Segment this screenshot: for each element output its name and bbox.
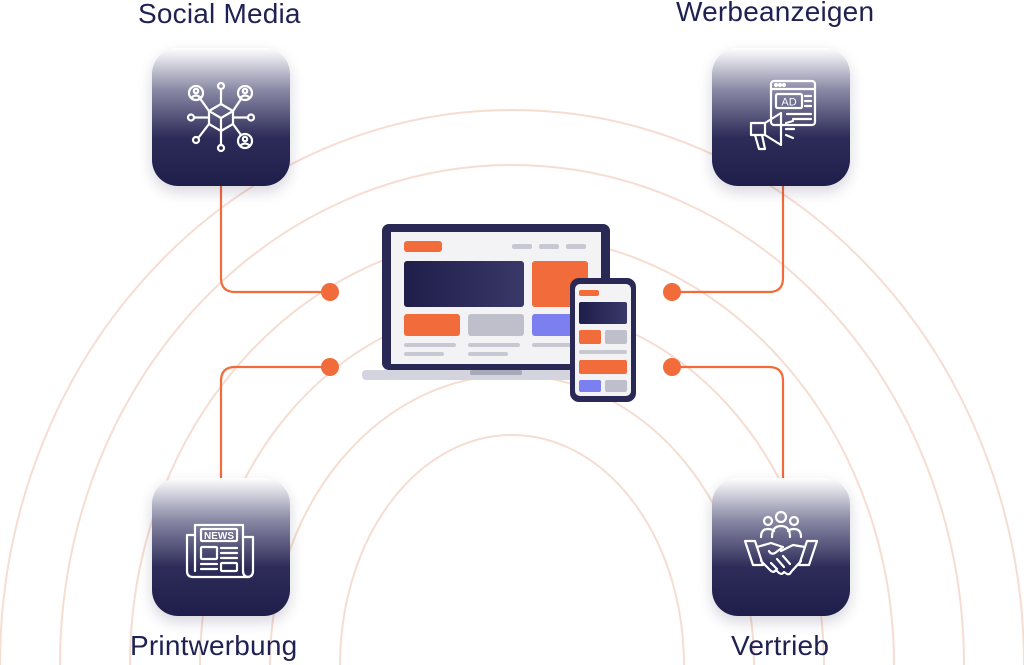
tile-werbeanzeigen: AD <box>712 48 850 186</box>
screen-nav <box>566 244 586 249</box>
screen-logo <box>404 241 442 252</box>
connectors <box>219 186 785 478</box>
screen-card <box>532 314 578 336</box>
screen-text-line <box>532 343 572 347</box>
screen-text-line <box>468 343 520 347</box>
phone-banner <box>579 360 627 374</box>
tile-printwerbung: NEWS <box>152 478 290 616</box>
screen-text-line <box>404 352 444 356</box>
handshake-team-icon <box>743 510 819 576</box>
connector-printwerbung <box>219 365 330 478</box>
social-network-icon <box>186 81 256 153</box>
connector-dot <box>663 358 681 376</box>
screen-nav <box>539 244 559 249</box>
phone-card <box>605 330 627 344</box>
screen-text-line <box>468 352 508 356</box>
connector-dot <box>663 283 681 301</box>
laptop-base-notch <box>470 370 522 375</box>
screen-hero <box>404 261 524 307</box>
screen-text-line <box>404 343 456 347</box>
screen-card <box>404 314 460 336</box>
phone-card <box>605 380 627 392</box>
connector-werbeanzeigen <box>672 186 785 294</box>
newspaper-icon: NEWS <box>185 523 255 579</box>
ad-icon-text: AD <box>781 97 796 109</box>
arc-ring <box>339 434 685 665</box>
screen-nav <box>512 244 532 249</box>
connector-vertrieb <box>672 365 785 478</box>
screen-card <box>468 314 524 336</box>
laptop-illustration <box>362 224 630 380</box>
news-icon-text: NEWS <box>204 531 234 542</box>
tile-vertrieb <box>712 478 850 616</box>
connector-dot <box>321 283 339 301</box>
phone-illustration <box>570 278 636 402</box>
phone-hero <box>579 302 627 324</box>
connector-dot <box>321 358 339 376</box>
label-social-media: Social Media <box>138 0 301 29</box>
arc-ring <box>0 109 1024 665</box>
phone-card <box>579 330 601 344</box>
phone-text-line <box>579 350 627 354</box>
connector-social-media <box>219 186 330 294</box>
connector-dots <box>321 283 681 376</box>
ad-megaphone-icon: AD <box>749 79 817 151</box>
label-werbeanzeigen: Werbeanzeigen <box>676 0 875 27</box>
label-printwerbung: Printwerbung <box>130 630 298 661</box>
arc-ring <box>59 164 965 665</box>
phone-logo <box>579 290 599 296</box>
label-vertrieb: Vertrieb <box>731 630 830 661</box>
phone-card <box>579 380 601 392</box>
tile-social-media <box>152 48 290 186</box>
